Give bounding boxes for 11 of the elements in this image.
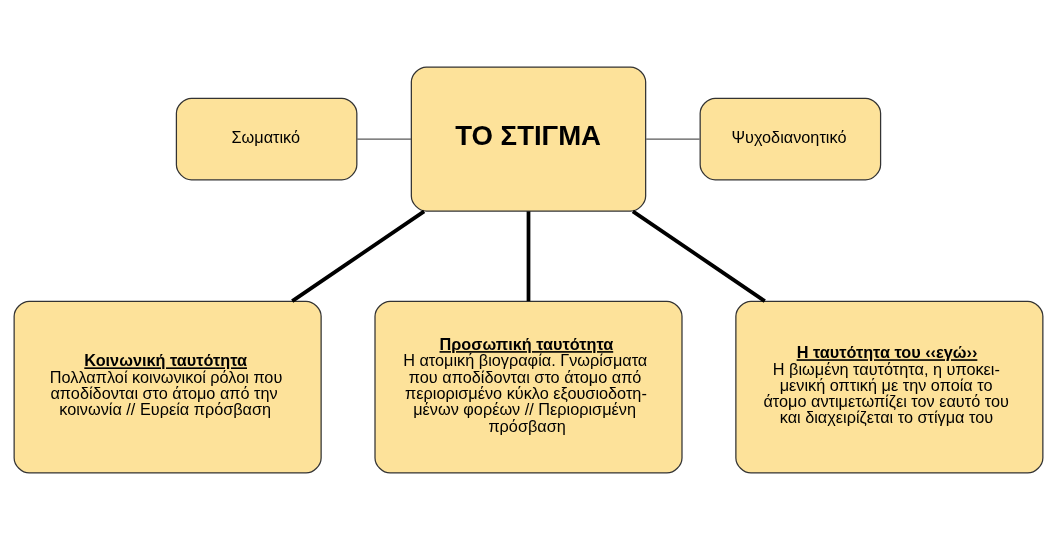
node-box: Ψυχοδιανοητικό bbox=[699, 97, 882, 181]
connector bbox=[645, 138, 701, 140]
node-box: Κοινωνική ταυτότητα Πολλαπλοί κοινωνικοί ρόλοι που αποδίδονται στο άτομο από την κοινωνία // Ευρεία πρόσβαση bbox=[13, 300, 322, 474]
connector bbox=[631, 209, 766, 303]
node-box: Η ταυτότητα του ‹‹εγώ›› Η βιωμένη ταυτότητα, η υποκει- μενική οπτική με την οποία το άτομο αντιμετωπίζει τον εαυτό του και διαχειρίζεται το στίγμα του bbox=[735, 300, 1044, 474]
node-box: ΤΟ ΣΤΙΓΜΑ bbox=[410, 66, 647, 212]
connector bbox=[356, 138, 412, 140]
connector bbox=[291, 209, 426, 303]
node-box: Σωματικό bbox=[175, 97, 358, 181]
connector bbox=[526, 211, 531, 302]
node-box: Προσωπική ταυτότητα Η ατομική βιογραφία. Γνωρίσματα που αποδίδονται στο άτομο από περιορισμένο κύκλο εξουσιοδοτη- μένων φορέων // Περιορισμένη πρόσβαση bbox=[374, 300, 683, 474]
